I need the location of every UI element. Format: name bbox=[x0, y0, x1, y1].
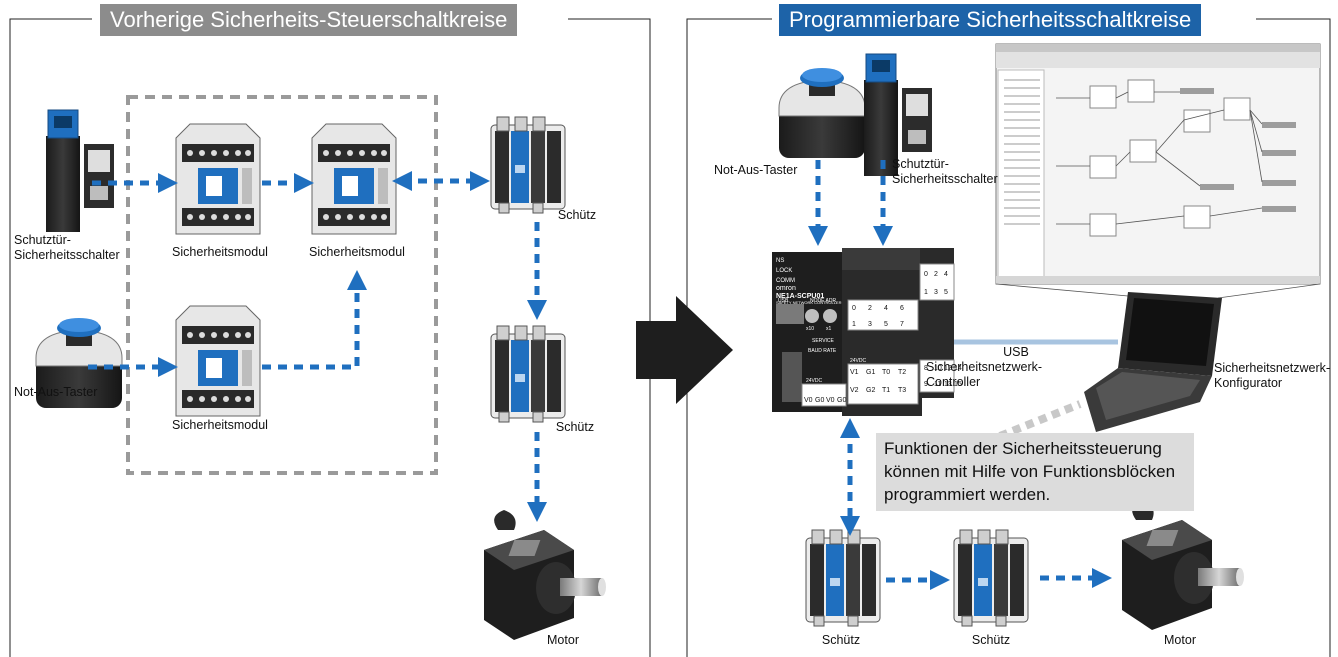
terminal-label: G0 bbox=[815, 397, 824, 404]
terminal-label: 3 bbox=[934, 289, 938, 296]
safety-module-3-icon bbox=[175, 305, 261, 417]
terminal-label: T2 bbox=[898, 369, 906, 376]
terminal-label: 7 bbox=[900, 321, 904, 328]
terminal-label: T1 bbox=[882, 387, 890, 394]
terminal-label: 0 bbox=[924, 271, 928, 278]
terminal-label: 4 bbox=[944, 271, 948, 278]
terminal-label: T3 bbox=[898, 387, 906, 394]
contactor-right-2-icon bbox=[953, 529, 1029, 627]
safety-network-controller-icon bbox=[772, 248, 955, 416]
right-contactor-2-label: Schütz bbox=[971, 633, 1011, 647]
controller-label: Sicherheitsnetzwerk-Controller bbox=[926, 360, 1043, 389]
right-panel-frame bbox=[686, 18, 1331, 657]
transition-arrow bbox=[636, 296, 733, 404]
controller-model-text: NE1A-SCPU01 bbox=[776, 293, 824, 300]
controller-usb-text: USB bbox=[778, 298, 789, 304]
controller-brand-text: omron bbox=[776, 285, 796, 292]
callout-line-3: programmiert werden. bbox=[884, 485, 1051, 504]
left-contactor-2-label: Schütz bbox=[555, 420, 595, 434]
safety-module-2-label: Sicherheitsmodul bbox=[309, 245, 405, 259]
terminal-label: V0 bbox=[804, 397, 813, 404]
configurator-software-window bbox=[995, 43, 1321, 285]
legacy-module-frame bbox=[126, 95, 438, 475]
contactor-left-2-icon bbox=[490, 325, 566, 423]
terminal-label: 5 bbox=[944, 289, 948, 296]
configurator-label: Sicherheitsnetzwerk-Konfigurator bbox=[1214, 361, 1331, 390]
terminal-label: 15 bbox=[954, 381, 962, 388]
terminal-label: G1 bbox=[866, 369, 875, 376]
terminal-label: 1 bbox=[924, 289, 928, 296]
safety-module-3-label: Sicherheitsmodul bbox=[172, 418, 268, 432]
right-emergency-stop-label: Not-Aus-Taster bbox=[714, 163, 798, 177]
terminal-label: V0 bbox=[826, 397, 835, 404]
terminal-label: 14 bbox=[954, 365, 962, 372]
laptop-icon bbox=[1084, 292, 1222, 432]
terminal-label: 1 bbox=[852, 321, 856, 328]
controller-service-text: SERVICE bbox=[812, 338, 835, 344]
controller-supply-label-2-text: 24VDC bbox=[806, 378, 823, 384]
usb-label: USB bbox=[1003, 345, 1029, 359]
left-emergency-stop-label: Not-Aus-Taster bbox=[14, 385, 98, 399]
terminal-label: 9 bbox=[924, 381, 928, 388]
callout-line-2: können mit Hilfe von Funktionsblöcken bbox=[884, 462, 1176, 481]
terminal-label: 12 bbox=[944, 365, 952, 372]
terminal-label: 11 bbox=[934, 381, 941, 388]
terminal-label: 5 bbox=[884, 321, 888, 328]
left-motor-label: Motor bbox=[547, 633, 579, 647]
controller-supply-label-text: 24VDC bbox=[850, 358, 867, 364]
terminal-label: G2 bbox=[866, 387, 875, 394]
right-contactor-1-label: Schütz bbox=[821, 633, 861, 647]
contactor-right-1-icon bbox=[805, 529, 881, 627]
controller-x1-text: x1 bbox=[826, 326, 832, 332]
left-contactor-1-label: Schütz bbox=[557, 208, 597, 222]
callout-line-1: Funktionen der Sicherheitssteuerung bbox=[884, 439, 1162, 458]
terminal-label: 13 bbox=[944, 381, 952, 388]
terminal-label: 2 bbox=[868, 305, 872, 312]
safety-module-2-icon bbox=[311, 123, 397, 235]
safety-module-1-icon bbox=[175, 123, 261, 235]
function-block-callout: Funktionen der Sicherheitssteuerung könn… bbox=[876, 433, 1194, 511]
terminal-label: V1 bbox=[850, 369, 859, 376]
terminal-label: 10 bbox=[934, 365, 942, 372]
right-panel-title: Programmierbare Sicherheitsschaltkreise bbox=[779, 4, 1202, 36]
terminal-label: T0 bbox=[882, 369, 890, 376]
terminal-label: V2 bbox=[850, 387, 859, 394]
controller-ns-text: NS bbox=[776, 258, 784, 264]
terminal-label: G0 bbox=[837, 397, 846, 404]
controller-subtitle-text: SAFETY NETWORK CONTROLLER bbox=[776, 300, 842, 305]
emergency-stop-right-icon bbox=[778, 67, 866, 159]
left-panel-title: Vorherige Sicherheits-Steuerschaltkreise bbox=[100, 4, 518, 36]
left-door-switch-label: Schutztür-Sicherheitsschalter bbox=[14, 233, 120, 262]
right-signal-arrows bbox=[808, 160, 1112, 590]
callout-relation-line bbox=[998, 400, 1082, 440]
controller-printed-text: NS LOCK COMM omron NE1A-SCPU01 SAFETY NE… bbox=[776, 258, 867, 384]
terminal-label: 6 bbox=[900, 305, 904, 312]
controller-x10-text: x10 bbox=[806, 326, 814, 332]
motor-right-icon bbox=[1122, 500, 1244, 630]
terminal-label: 8 bbox=[924, 365, 928, 372]
right-door-switch-label: Schutztür-Sicherheitsschalter bbox=[892, 157, 998, 186]
safety-module-1-label: Sicherheitsmodul bbox=[172, 245, 268, 259]
controller-lock-text: LOCK bbox=[776, 268, 792, 274]
left-panel-frame bbox=[9, 18, 651, 657]
terminal-label: 0 bbox=[852, 305, 856, 312]
controller-node-adr-text: NODE ADR bbox=[810, 298, 837, 304]
terminal-label: 4 bbox=[884, 305, 888, 312]
controller-comm-text: COMM bbox=[776, 278, 795, 284]
terminal-label: 2 bbox=[934, 271, 938, 278]
controller-baud-rate-text: BAUD RATE bbox=[808, 348, 837, 354]
door-switch-left-icon bbox=[45, 109, 115, 233]
right-motor-label: Motor bbox=[1164, 633, 1196, 647]
motor-left-icon bbox=[484, 510, 606, 640]
terminal-label: 3 bbox=[868, 321, 872, 328]
left-signal-arrows bbox=[88, 171, 547, 522]
projection-lines bbox=[995, 283, 1321, 299]
contactor-left-1-icon bbox=[490, 116, 566, 214]
